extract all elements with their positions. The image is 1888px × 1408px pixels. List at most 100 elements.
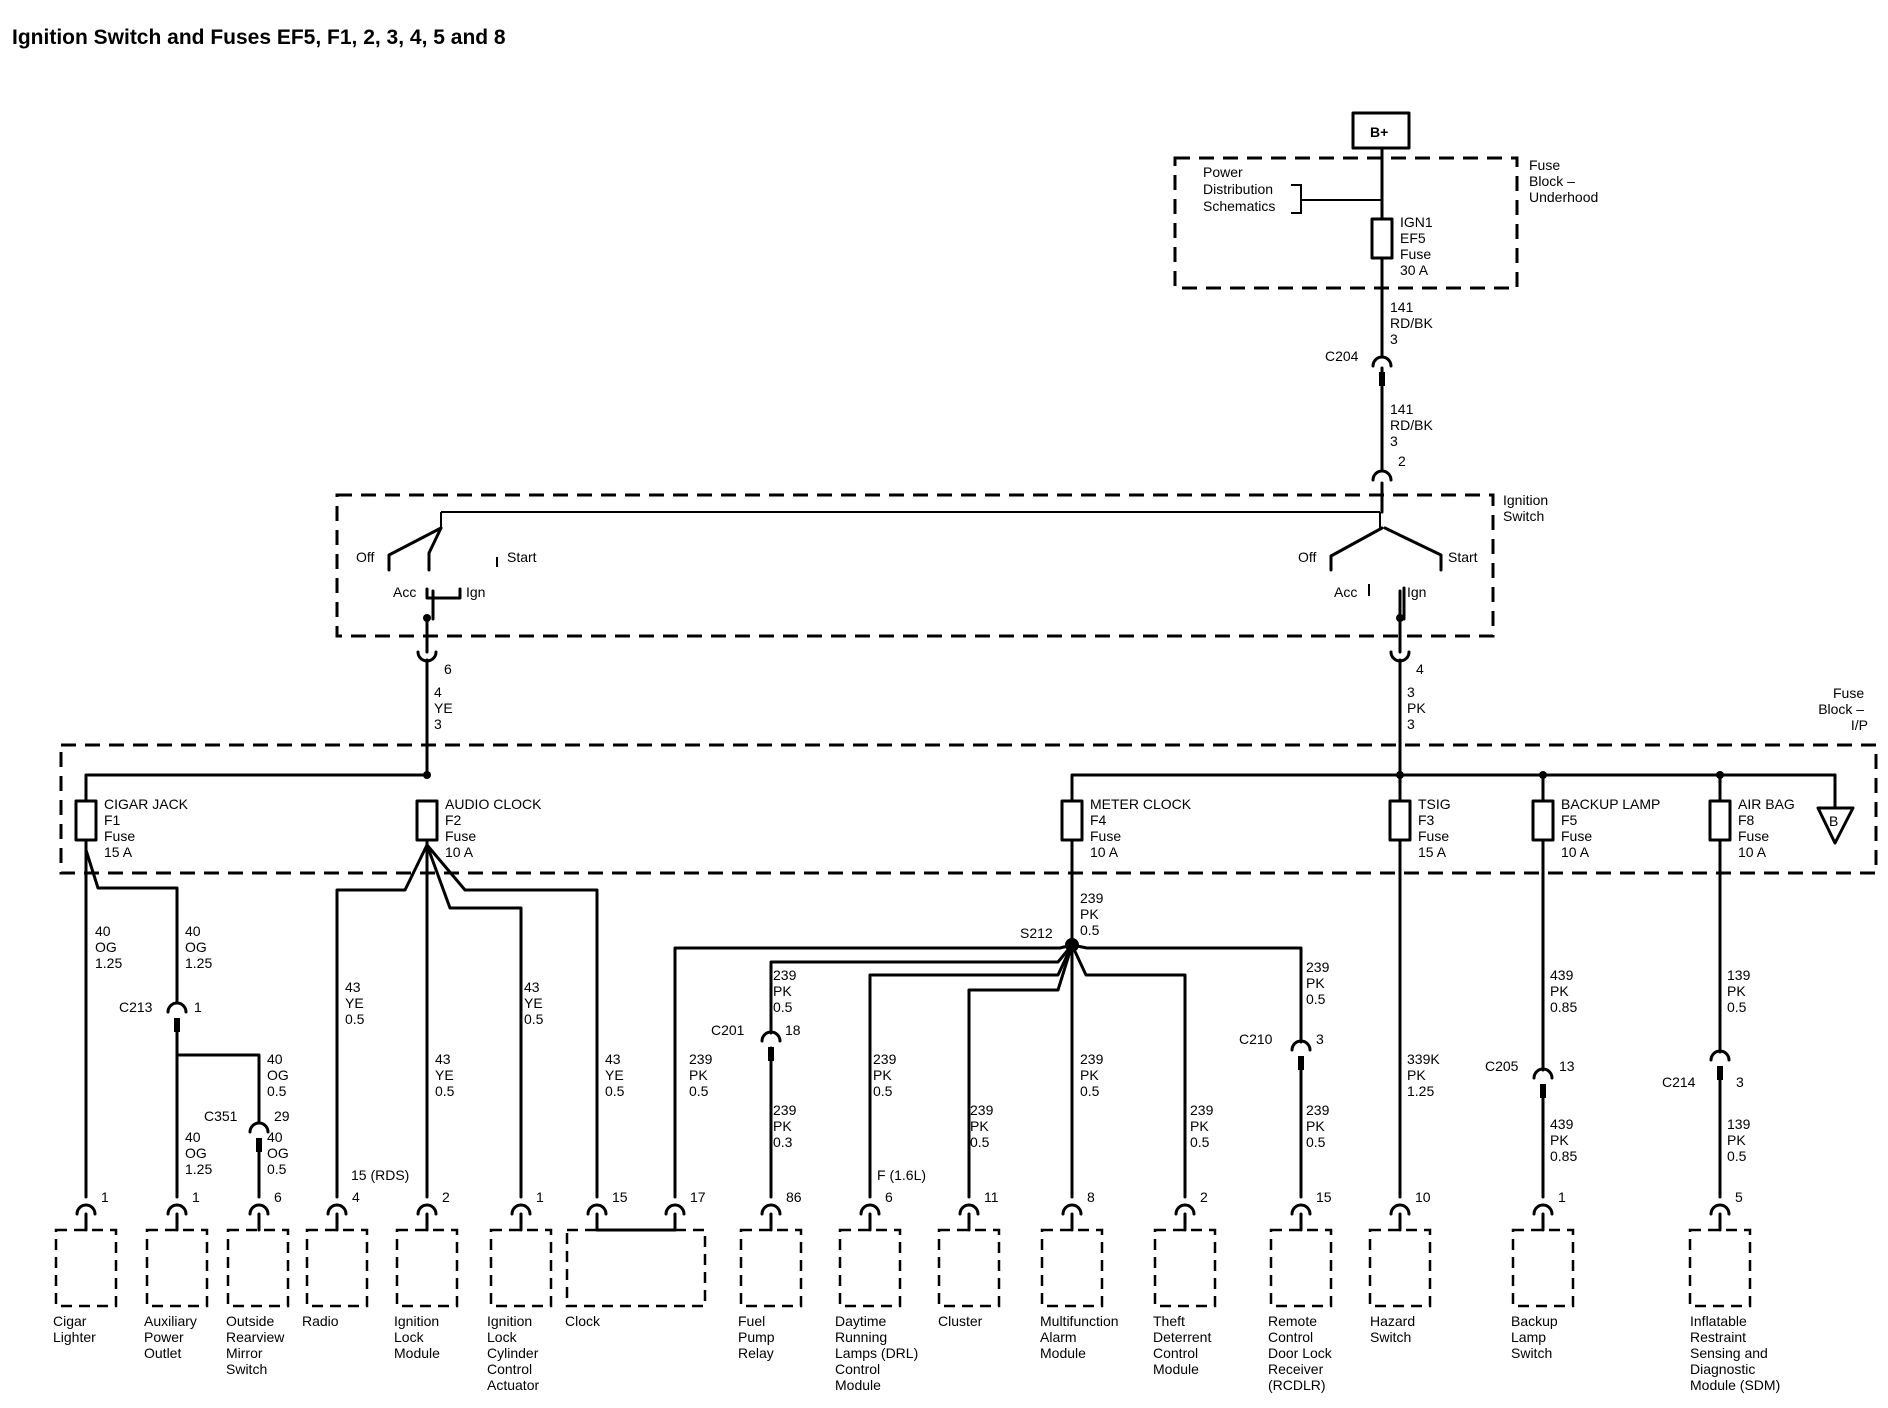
inline-connector-c201 <box>760 1030 782 1061</box>
terminal-connector <box>166 1203 188 1216</box>
component-label-clock: Clock <box>565 1313 601 1329</box>
pin-label: 1 <box>1558 1189 1566 1205</box>
fuse-f2-label: AUDIO CLOCK F2 Fuse 10 A <box>445 796 545 860</box>
switch-right-ign: Ign <box>1407 584 1426 600</box>
switch-right <box>1329 526 1443 622</box>
f4-wiring <box>673 838 1303 1199</box>
inline-connector-c351 <box>248 1121 270 1152</box>
switch-pin-6: 6 <box>444 661 452 677</box>
pin-label: 6 <box>885 1189 893 1205</box>
wire-3-pk-label: 3 PK 3 <box>1407 684 1430 732</box>
component-clock: Clock <box>565 1228 707 1329</box>
f2-wiring <box>335 838 599 1199</box>
c213-pin: 1 <box>194 999 202 1015</box>
ignition-switch-label: Ignition Switch <box>1503 492 1552 524</box>
pin-label: 15 <box>612 1189 628 1205</box>
c210-pin: 3 <box>1316 1031 1324 1047</box>
component-label-cluster: Cluster <box>938 1313 983 1329</box>
fuse-f8-label: AIR BAG F8 Fuse 10 A <box>1738 796 1799 860</box>
c201-label: C201 <box>711 1022 745 1038</box>
component-cluster: Cluster <box>937 1228 1001 1329</box>
component-box <box>739 1228 803 1308</box>
pin-label: 86 <box>786 1189 802 1205</box>
battery-terminal: B+ <box>1351 111 1411 150</box>
inline-connector-c210 <box>1290 1039 1312 1070</box>
pin-label: 1 <box>536 1189 544 1205</box>
fuse-ef5 <box>1370 217 1394 260</box>
ip-block-label: Fuse Block – I/P <box>1818 685 1868 733</box>
c214-label: C214 <box>1662 1074 1696 1090</box>
inline-connector-c214 <box>1709 1049 1731 1080</box>
s212-wire-label: 239 PK 0.5 <box>1080 890 1107 938</box>
fuse-f2 <box>415 799 439 842</box>
c204-label: C204 <box>1325 348 1359 364</box>
drl-note: F (1.6L) <box>877 1167 926 1183</box>
pin-label: 10 <box>1415 1189 1431 1205</box>
terminal-connector <box>326 1203 348 1216</box>
component-box <box>838 1228 902 1308</box>
component-radio: Radio <box>302 1228 369 1329</box>
switch-left-ign: Ign <box>466 584 485 600</box>
component-box <box>145 1228 209 1308</box>
terminal-connector <box>664 1203 686 1216</box>
terminal-connector <box>1174 1203 1196 1216</box>
switch-right-off: Off <box>1298 549 1317 565</box>
f1-wiring <box>84 838 261 1199</box>
component-box <box>1040 1228 1104 1308</box>
fuse-block-underhood <box>1173 156 1519 290</box>
pin-label: 1 <box>192 1189 200 1205</box>
terminal-connector <box>1389 1203 1411 1216</box>
radio-note: 15 (RDS) <box>351 1167 409 1183</box>
fuse-f5-label: BACKUP LAMP F5 Fuse 10 A <box>1561 796 1664 860</box>
switch-left <box>387 526 498 622</box>
inline-connector-c205 <box>1532 1067 1554 1098</box>
terminal-connector <box>586 1203 608 1216</box>
diagram-title: Ignition Switch and Fuses EF5, F1, 2, 3,… <box>12 26 506 49</box>
switch-left-off: Off <box>356 549 375 565</box>
fuse-block-ip <box>59 743 1878 875</box>
fuse-ef5-label: IGN1 EF5 Fuse 30 A <box>1400 214 1437 278</box>
fuse-f1 <box>74 799 98 842</box>
wire-141-bottom-label: 141 RD/BK 3 <box>1390 401 1437 449</box>
switch-right-acc: Acc <box>1334 584 1357 600</box>
ignition-switch-input-connector <box>1371 469 1393 482</box>
fuse-f4-label: METER CLOCK F4 Fuse 10 A <box>1090 796 1195 860</box>
pin-label: 17 <box>690 1189 706 1205</box>
pin-label: 11 <box>984 1189 999 1205</box>
terminal-connector <box>1532 1203 1554 1216</box>
switch-pin-4: 4 <box>1416 661 1424 677</box>
c205-label: C205 <box>1485 1058 1519 1074</box>
c213-label: C213 <box>119 999 153 1015</box>
fuse-f1-label: CIGAR JACK F1 Fuse 15 A <box>104 796 192 860</box>
terminal-connector <box>1709 1203 1731 1216</box>
component-box <box>1688 1228 1752 1308</box>
component-box <box>937 1228 1001 1308</box>
terminal-connector <box>958 1203 980 1216</box>
